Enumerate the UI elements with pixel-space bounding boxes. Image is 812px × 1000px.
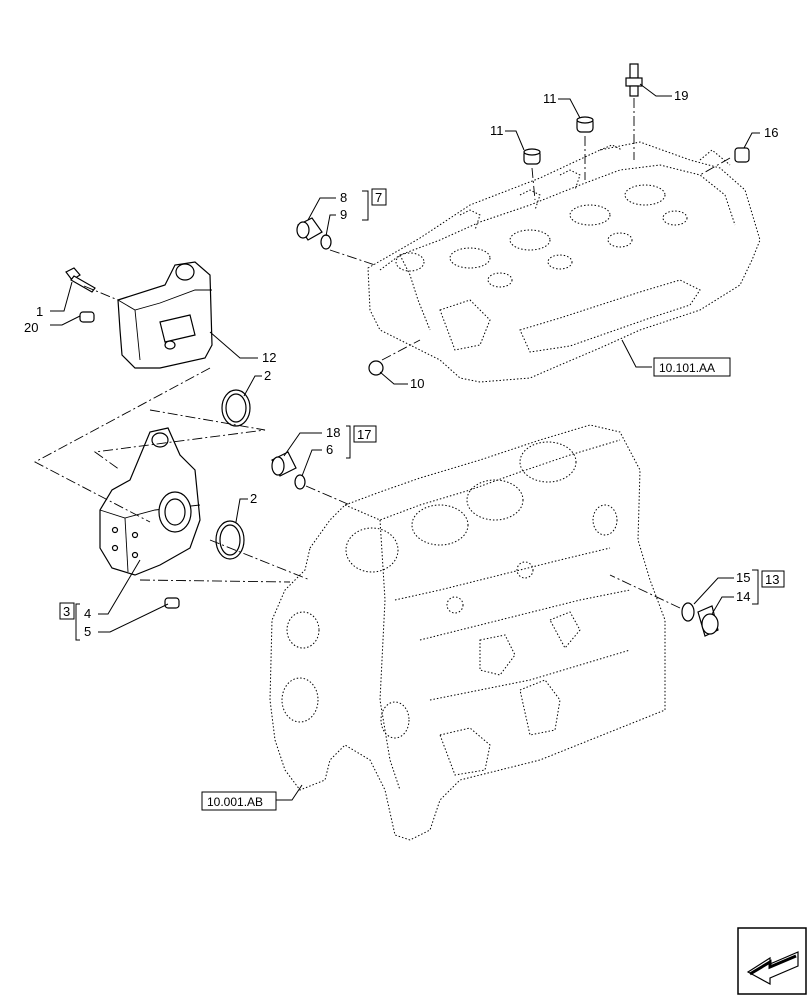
arrow-back-icon[interactable] — [737, 927, 807, 995]
callout-8: 8 — [340, 190, 347, 205]
sensor-19 — [625, 63, 643, 97]
callout-3: 3 — [63, 604, 70, 619]
group-callouts: 7 17 3 13 — [59, 188, 785, 620]
callout-6: 6 — [326, 442, 333, 457]
callout-2-upper: 2 — [264, 368, 271, 383]
callout-10: 10 — [410, 376, 424, 391]
callout-17: 17 — [357, 427, 371, 442]
plug-14 — [697, 605, 719, 637]
box-13 — [761, 570, 785, 588]
callout-15: 15 — [736, 570, 750, 585]
callout-2-lower: 2 — [250, 491, 257, 506]
callout-13: 13 — [765, 572, 779, 587]
callout-18: 18 — [326, 425, 340, 440]
ref-box-cylinder-head — [653, 357, 731, 377]
engine-block — [269, 424, 666, 841]
callout-11-left: 11 — [490, 123, 504, 138]
box-3 — [59, 602, 75, 620]
callout-1: 1 — [36, 304, 43, 319]
callout-16: 16 — [764, 125, 778, 140]
callout-4: 4 — [84, 606, 91, 621]
callout-7: 7 — [375, 190, 382, 205]
o-ring-6 — [294, 474, 306, 490]
plug-11-right — [576, 116, 594, 133]
callout-5: 5 — [84, 624, 91, 639]
callout-9: 9 — [340, 207, 347, 222]
plug-18 — [271, 451, 297, 477]
callout-labels: 1 20 12 2 2 4 5 8 9 10 11 11 19 16 18 6 … — [24, 88, 778, 639]
pin-5 — [164, 597, 180, 609]
bracket-12 — [117, 261, 213, 369]
dowel-20 — [79, 311, 95, 323]
callout-20: 20 — [24, 320, 38, 335]
plug-10 — [368, 360, 384, 376]
seal-ring-2-upper — [221, 389, 251, 427]
plug-16 — [734, 147, 750, 163]
o-ring-15 — [681, 602, 695, 622]
callout-11-right: 11 — [543, 91, 557, 106]
seal-ring-2-lower — [215, 520, 245, 560]
ref-engine-block[interactable]: 10.001.AB — [207, 795, 263, 809]
o-ring-9 — [320, 234, 332, 250]
housing-4 — [99, 427, 201, 576]
leader-lines — [50, 83, 760, 801]
box-7 — [371, 188, 387, 206]
callout-14: 14 — [736, 589, 750, 604]
box-17 — [353, 425, 377, 443]
assembly-lines — [34, 98, 731, 609]
cylinder-head — [367, 141, 761, 383]
callout-12: 12 — [262, 350, 276, 365]
plug-8 — [296, 217, 323, 241]
callout-19: 19 — [674, 88, 688, 103]
bracket-marks — [75, 190, 759, 641]
plug-11-left — [523, 148, 541, 165]
reference-callouts: 10.101.AA 10.001.AB — [201, 357, 731, 811]
ref-cylinder-head[interactable]: 10.101.AA — [659, 361, 715, 375]
ref-box-engine-block — [201, 791, 277, 811]
